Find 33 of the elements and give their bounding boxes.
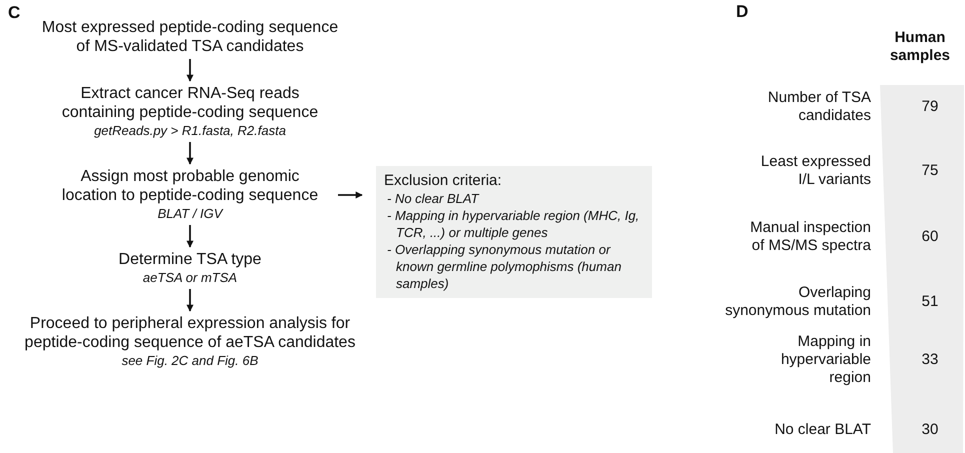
step-text: Assign most probable genomic location to peptide-coding sequence: [60, 167, 320, 205]
arrow: [338, 192, 363, 198]
row-label: Manual inspection of MS/MS spectra: [749, 219, 871, 255]
row-label: Overlaping synonymous mutation: [724, 284, 871, 320]
step-text: Determine TSA type: [118, 250, 262, 269]
arrow: [186, 289, 194, 312]
row-label: Number of TSA candidates: [766, 89, 871, 125]
row-label: No clear BLAT: [774, 421, 871, 439]
arrow: [186, 142, 194, 165]
count-value: 30: [920, 421, 940, 439]
criteria-item: - Mapping in hypervariable region (MHC, Ig, TCR, ...) or multiple genes: [386, 207, 640, 241]
panel-letter: D: [736, 3, 750, 21]
count-value: 51: [920, 293, 940, 311]
row-label: Mapping in hypervariable region: [780, 333, 871, 387]
arrow: [186, 225, 194, 248]
count-value: 60: [920, 228, 940, 246]
step-text: Proceed to peripheral expression analysis for peptide-coding sequence of aeTSA candidates: [24, 314, 356, 352]
criteria-item: - Overlapping synonymous mutation or known germline polymophisms (human samples): [386, 241, 622, 292]
panel-letter: C: [8, 4, 22, 22]
tool-note: getReads.py > R1.fasta, R2.fasta: [93, 122, 287, 139]
step-text: Most expressed peptide-coding sequence of MS-validated TSA candidates: [40, 18, 340, 56]
arrow: [186, 59, 194, 82]
tool-note: BLAT / IGV: [156, 205, 224, 222]
row-label: Least expressed I/L variants: [760, 153, 871, 189]
column-header: Human samples: [888, 29, 952, 65]
tool-note: aeTSA or mTSA: [142, 269, 238, 286]
count-value: 75: [920, 162, 940, 180]
criteria-heading: Exclusion criteria:: [384, 172, 503, 190]
count-value: 79: [920, 98, 940, 116]
tool-note: see Fig. 2C and Fig. 6B: [120, 352, 260, 369]
step-text: Extract cancer RNA-Seq reads containing peptide-coding sequence: [60, 84, 320, 122]
count-value: 33: [920, 351, 940, 369]
criteria-item: - No clear BLAT: [386, 190, 480, 207]
